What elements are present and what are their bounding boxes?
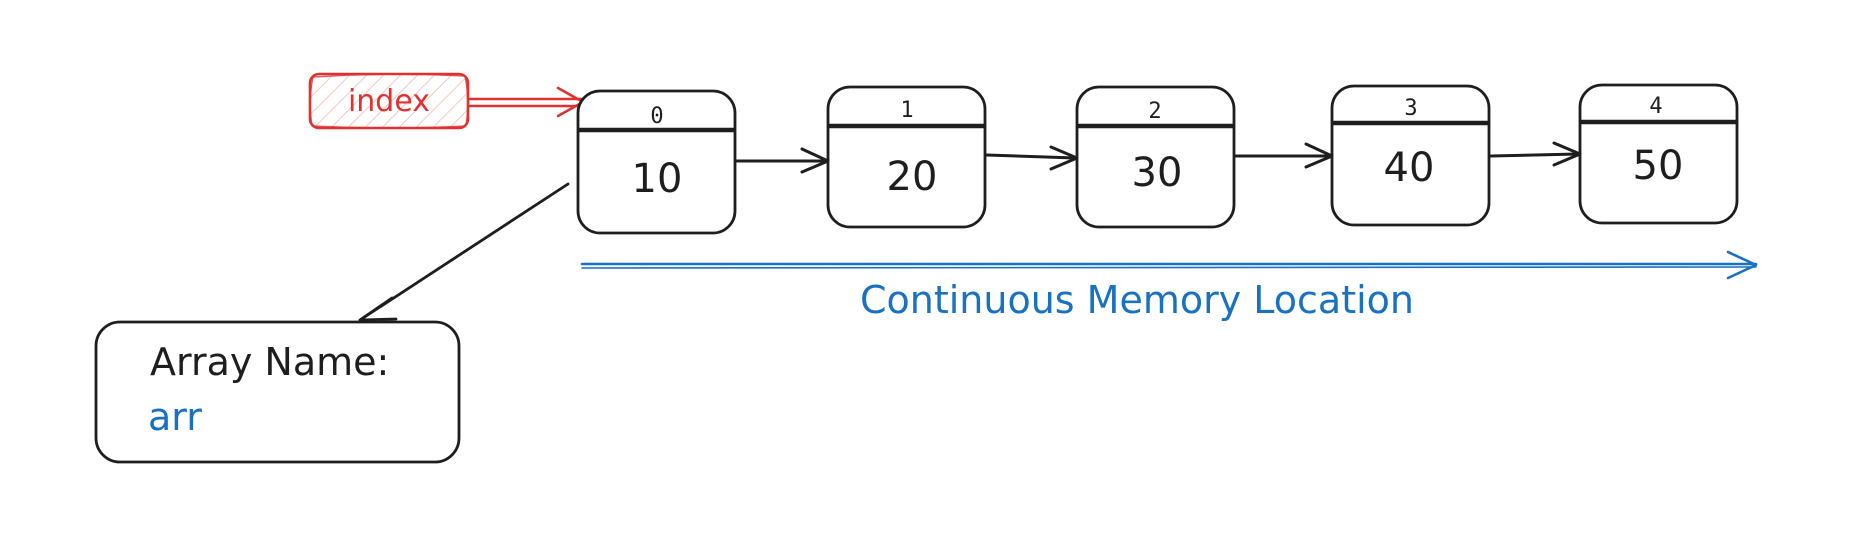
cell-3-index: 3 xyxy=(1404,96,1417,121)
cell-link-3-4 xyxy=(1489,141,1582,167)
array-cell-0: 0 10 xyxy=(576,89,737,235)
cell-link-0-1 xyxy=(735,147,830,174)
array-cell-4: 4 50 xyxy=(1578,83,1739,225)
index-label-text: index xyxy=(348,84,430,119)
array-cell-3: 3 40 xyxy=(1330,84,1491,227)
cell-0-value: 10 xyxy=(632,156,683,202)
cell-4-value: 50 xyxy=(1633,143,1684,189)
cell-2-value: 30 xyxy=(1132,150,1183,196)
array-cell-2: 2 30 xyxy=(1075,85,1236,229)
array-name-arrow xyxy=(358,182,570,322)
cell-1-value: 20 xyxy=(887,154,938,200)
cell-0-index: 0 xyxy=(650,104,663,129)
array-name-box: Array Name: arr xyxy=(94,320,461,464)
cell-1-index: 1 xyxy=(900,98,913,123)
array-name-label: Array Name: xyxy=(150,340,389,384)
cell-link-2-3 xyxy=(1234,142,1334,169)
index-label: index xyxy=(308,72,470,130)
array-name-value: arr xyxy=(148,395,202,439)
cell-3-value: 40 xyxy=(1384,145,1435,191)
index-arrow xyxy=(466,86,585,118)
cell-2-index: 2 xyxy=(1148,99,1161,124)
memory-caption: Continuous Memory Location xyxy=(860,278,1414,322)
cell-link-1-2 xyxy=(985,145,1079,171)
array-cell-1: 1 20 xyxy=(826,85,987,229)
cell-4-index: 4 xyxy=(1649,94,1662,119)
array-name-box-outline xyxy=(94,320,461,464)
cell-1-box xyxy=(826,85,987,229)
memory-arrow xyxy=(580,250,1758,280)
cell-0-box xyxy=(576,89,737,235)
